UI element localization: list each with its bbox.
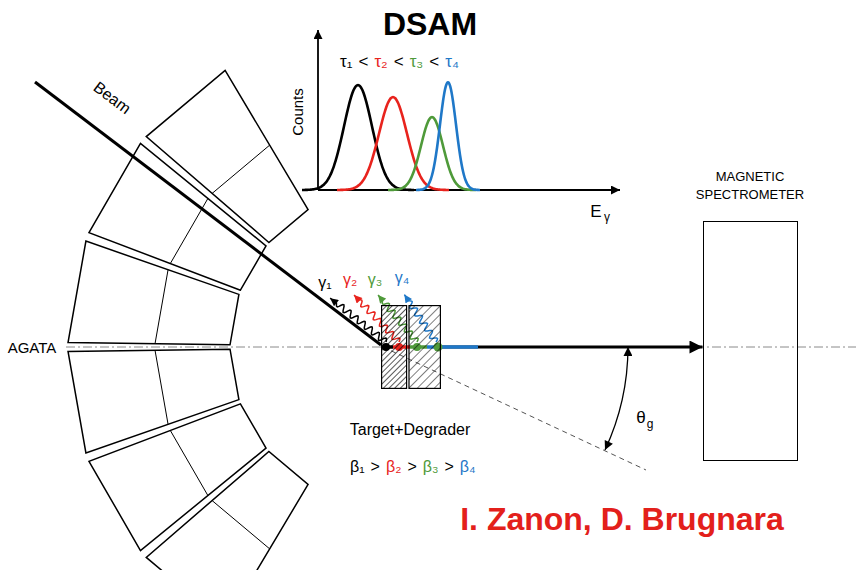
velocity-symbol: β₄ — [460, 458, 476, 476]
gamma-label: γ₁ — [318, 274, 331, 292]
spectrum-peaks — [302, 82, 480, 190]
relation-sign: < — [358, 53, 368, 72]
detector-segment-divider — [212, 501, 270, 549]
gamma-label: γ₃ — [368, 271, 383, 289]
gamma-label: γ₄ — [395, 269, 410, 287]
lifetime-symbol: τ₂ — [374, 53, 387, 72]
velocity-symbol: β₂ — [386, 458, 401, 476]
relation-sign: < — [429, 53, 439, 72]
node-label: Target+Degrader — [350, 421, 471, 439]
detector-segment-divider — [170, 430, 208, 495]
lifetime-symbol: τ₃ — [410, 53, 424, 72]
relation-sign: > — [444, 458, 453, 476]
spectrometer-box — [703, 221, 798, 461]
velocity-symbol: β₁ — [350, 458, 365, 476]
detector-segment-divider — [212, 145, 270, 193]
gamma-ray — [330, 298, 386, 342]
detector-segment — [146, 70, 308, 242]
lifetime-symbol: τ₄ — [445, 53, 459, 72]
relation-sign: < — [394, 53, 404, 72]
target-degrader-shape — [381, 305, 441, 389]
gaussian-peak — [416, 82, 480, 190]
axis-label: Counts — [290, 88, 307, 136]
detector-segment-divider — [155, 270, 168, 344]
beam-connector — [441, 346, 703, 349]
angle-subscript: g — [647, 418, 654, 431]
diagram-title: DSAM — [330, 7, 530, 42]
detector-segment — [68, 349, 239, 453]
degrader-foil — [409, 306, 440, 389]
beam-line — [35, 82, 381, 345]
y-axis — [317, 30, 319, 190]
angle-symbol: θ — [636, 409, 645, 428]
beam-label: Beam — [90, 78, 134, 117]
node-label: MAGNETIC SPECTROMETER — [694, 168, 806, 203]
symbol-row: τ₁ < τ₂ < τ₃ < τ₄ — [340, 53, 459, 72]
agata-array — [68, 70, 308, 570]
target-degrader: Target+Degrader — [340, 305, 480, 439]
angle-arc — [605, 347, 628, 450]
velocity-symbol: β₃ — [423, 458, 439, 476]
symbol-row: β₁ > β₂ > β₃ > β₄ — [350, 458, 476, 476]
magnetic-spectrometer: MAGNETIC SPECTROMETER — [690, 168, 810, 461]
author-credit: I. Zanon, D. Brugnara — [460, 502, 784, 537]
relation-sign: > — [407, 458, 416, 476]
lifetime-symbol: τ₁ — [340, 53, 352, 72]
relation-sign: > — [371, 458, 380, 476]
detector-name: AGATA — [8, 340, 57, 357]
axis-subscript: γ — [604, 211, 610, 224]
target-foil — [382, 306, 407, 389]
beam-axis — [66, 347, 856, 348]
axis-label: E — [590, 203, 601, 222]
detector-segment-divider — [155, 350, 168, 424]
gamma-label: γ₂ — [343, 271, 357, 289]
